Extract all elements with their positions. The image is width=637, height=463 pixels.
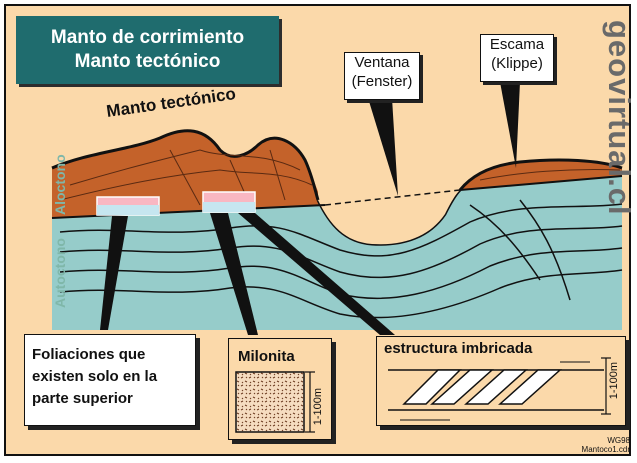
nappe-surface	[51, 129, 320, 201]
estructura-scale: 1-100m	[608, 362, 620, 400]
pointer-foliaciones	[100, 216, 128, 330]
autoctono-label: Autoctono	[52, 238, 68, 308]
pointer-escama	[500, 82, 520, 168]
scale-bars	[305, 357, 611, 433]
estructura-box	[376, 336, 626, 426]
pointer-milonita	[210, 213, 258, 335]
thrust-plane	[51, 204, 326, 219]
brand-watermark: geovirtual.cl	[602, 20, 637, 216]
title-box: Manto de corrimiento Manto tectónico	[16, 16, 279, 84]
ventana-line2: (Fenster)	[351, 73, 413, 90]
pointer-ventana	[368, 98, 398, 196]
foliaciones-line2: existen solo en la	[32, 368, 158, 385]
milonita-box	[228, 338, 332, 440]
milonita-label: Milonita	[238, 348, 295, 365]
eroded-thrust-dashed	[324, 189, 461, 206]
imbricate-sketch	[388, 361, 604, 421]
escama-callout: Escama (Klippe)	[480, 34, 554, 82]
pointer-estructura	[238, 213, 395, 335]
footer-line1: WG98	[607, 436, 630, 445]
footer-line2: Mantoco1.cdr	[581, 445, 630, 454]
ventana-callout: Ventana (Fenster)	[344, 52, 420, 100]
title-line2: Manto tectónico	[74, 51, 221, 72]
foliaciones-line1: Foliaciones que	[32, 346, 146, 363]
foliaciones-text: Foliaciones que existen solo en la parte…	[32, 344, 157, 410]
estructura-label: estructura imbricada	[384, 340, 533, 357]
escama-line2: (Klippe)	[491, 55, 543, 72]
title-line1: Manto de corrimiento	[50, 27, 245, 48]
foliaciones-line3: parte superior	[32, 390, 133, 407]
milonita-scale: 1-100m	[312, 388, 324, 426]
aloctono-label: Aloctono	[52, 154, 68, 215]
escama-line1: Escama	[489, 36, 545, 53]
foliaciones-box	[24, 334, 196, 426]
footer-note: WG98 Mantoco1.cdr	[572, 436, 630, 454]
ventana-line1: Ventana	[354, 54, 410, 71]
nappe-klippe	[460, 160, 622, 190]
